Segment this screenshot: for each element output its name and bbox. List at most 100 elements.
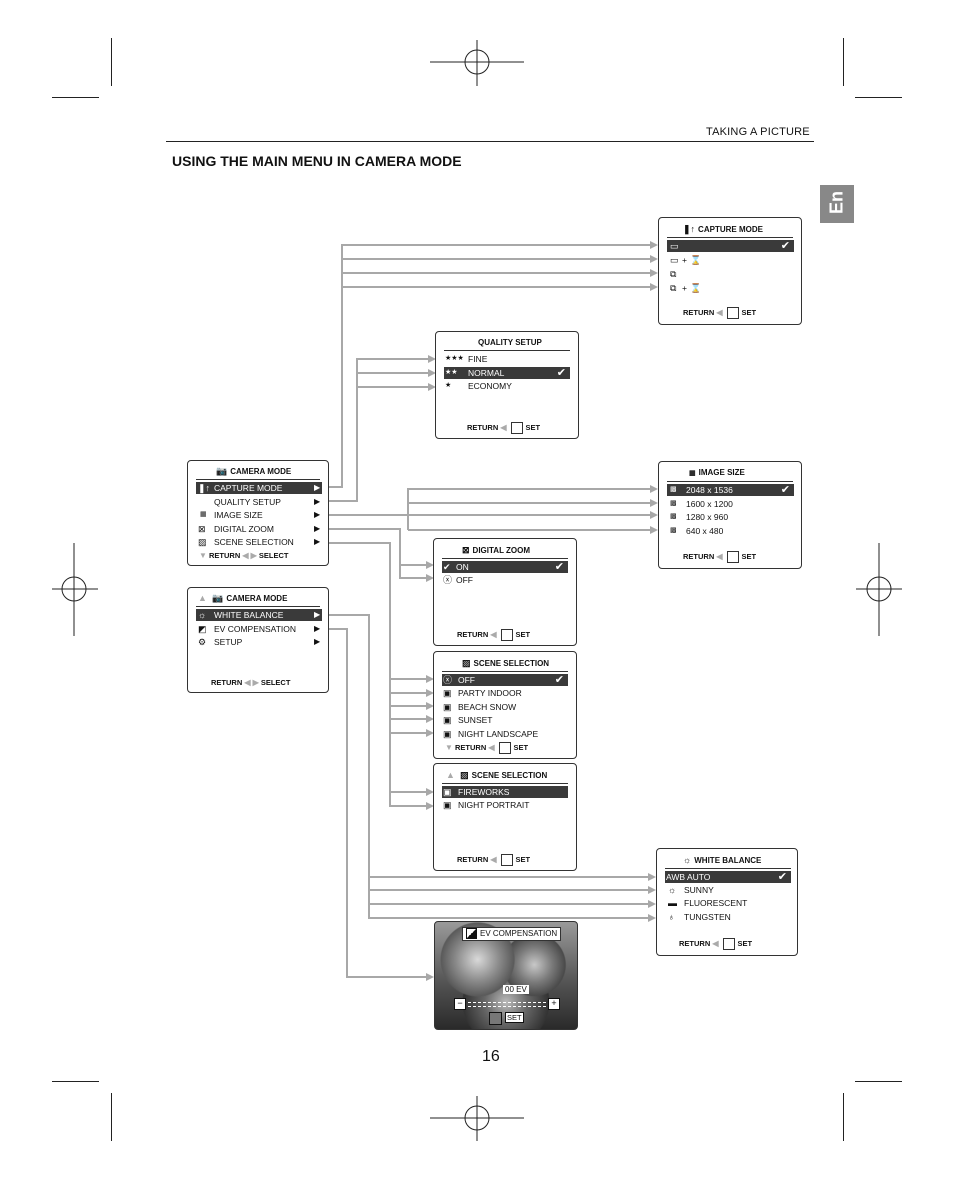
option-night-landscape[interactable]: ▣NIGHT LANDSCAPE [443, 729, 539, 739]
beach-snow-icon: ▣ [443, 702, 452, 712]
option-economy[interactable]: ★ECONOMY [445, 381, 512, 391]
checkmark-icon: ✔ [780, 484, 790, 496]
ev-set-label: SET [505, 1012, 524, 1023]
header-rule [166, 141, 814, 142]
night-portrait-icon: ▣ [443, 800, 452, 810]
one-star-icon: ★ [445, 382, 452, 389]
set-label: SET [525, 422, 541, 432]
section-title: USING THE MAIN MENU IN CAMERA MODE [172, 153, 462, 169]
menu-item-scene-selection[interactable]: ▨SCENE SELECTION▶ [198, 537, 321, 547]
return-label: RETURN [209, 551, 241, 560]
set-button-icon[interactable] [489, 1012, 502, 1025]
image-size-icon: ▦ [689, 470, 696, 477]
bulb-icon: ♁ [668, 912, 675, 922]
ev-icon [466, 928, 477, 940]
language-tab: En [820, 185, 854, 223]
crop-mark [855, 97, 902, 98]
option-640x480[interactable]: ▩640 x 480 [670, 526, 724, 536]
option-beach-snow[interactable]: ▣BEACH SNOW [443, 702, 517, 712]
option-fine[interactable]: ★★★FINE [445, 354, 488, 364]
scroll-up-icon: ▲ [446, 770, 455, 780]
scene-icon: ▨ [460, 770, 469, 780]
screen-footer: ▼ RETURN ◀SET [445, 742, 528, 754]
option-1280x960[interactable]: ▩1280 x 960 [670, 512, 729, 522]
off-icon: ⓧ [443, 575, 453, 585]
ev-plus-button[interactable]: + [548, 998, 560, 1010]
single-frame-icon: ▭ [670, 241, 679, 251]
set-label: SET [737, 938, 753, 948]
running-head: TAKING A PICTURE [706, 126, 810, 138]
white-balance-screen: ☼WHITE BALANCE AWB AUTO✔ ☼SUNNY ▬FLUORES… [656, 848, 798, 956]
return-label: RETURN [467, 422, 499, 432]
menu-item-quality-setup[interactable]: QUALITY SETUP▶ [214, 497, 321, 507]
ev-minus-button[interactable]: − [454, 998, 466, 1010]
menu-item-ev-compensation[interactable]: ◩EV COMPENSATION▶ [198, 624, 321, 634]
crop-mark [111, 1093, 112, 1141]
set-label: SET [513, 742, 529, 752]
left-arrow-icon: ◀ [490, 629, 497, 639]
option-sunny[interactable]: ☼SUNNY [668, 885, 714, 895]
sunset-icon: ▣ [443, 715, 452, 725]
set-label: SET [741, 551, 757, 561]
option-normal[interactable]: ★★NORMAL✔ [444, 367, 570, 379]
screen-title: ▲ 📷CAMERA MODE [198, 593, 288, 603]
screen-title: ❚↑CAPTURE MODE [683, 224, 763, 234]
setup-icon: ⚙ [198, 637, 207, 647]
screen-footer: RETURN ◀SET [683, 307, 756, 319]
language-tab-label: En [826, 191, 847, 215]
ev-value: 00 EV [503, 985, 529, 994]
option-zoom-on[interactable]: ✔ON✔ [442, 561, 568, 573]
scene-selection-screen-2: ▲ ▨SCENE SELECTION ▣FIREWORKS ▣NIGHT POR… [433, 763, 577, 871]
menu-item-capture-mode[interactable]: ❚↑CAPTURE MODE▶ [196, 482, 322, 494]
menu-connector-arrows [326, 244, 652, 978]
menu-item-digital-zoom[interactable]: ⊠DIGITAL ZOOM▶ [198, 524, 321, 534]
left-arrow-icon: ◀ [490, 854, 497, 864]
set-label: SET [515, 629, 531, 639]
option-burst-timer[interactable]: ⧉+⌛ [670, 283, 702, 293]
set-label: SET [515, 854, 531, 864]
option-sunset[interactable]: ▣SUNSET [443, 715, 493, 725]
submenu-arrow-icon: ▶ [314, 524, 321, 533]
timer-icon: ⌛ [690, 255, 702, 265]
night-landscape-icon: ▣ [443, 729, 452, 739]
option-tungsten[interactable]: ♁TUNGSTEN [668, 912, 731, 922]
option-single-shot[interactable]: ▭✔ [667, 240, 794, 252]
option-awb-auto[interactable]: AWB AUTO✔ [665, 871, 791, 883]
option-burst[interactable]: ⧉ [667, 268, 794, 280]
menu-item-setup[interactable]: ⚙SETUP▶ [198, 637, 321, 647]
option-1600x1200[interactable]: ▩1600 x 1200 [670, 499, 733, 509]
return-label: RETURN [457, 854, 489, 864]
fireworks-icon: ▣ [443, 787, 452, 797]
submenu-arrow-icon: ▶ [314, 483, 321, 492]
menu-item-image-size[interactable]: ▦IMAGE SIZE▶ [200, 510, 321, 520]
select-label: SELECT [260, 678, 291, 687]
return-label: RETURN [683, 551, 715, 561]
burst-frames-icon: ⧉ [670, 283, 677, 293]
return-label: RETURN [683, 307, 715, 317]
scroll-down-icon: ▼ [445, 742, 453, 752]
return-label: RETURN [211, 678, 243, 687]
checkmark-icon: ✔ [777, 871, 787, 883]
screen-title: ⊠DIGITAL ZOOM [462, 545, 531, 555]
screen-title: 📷CAMERA MODE [216, 466, 292, 476]
size-3m-icon: ▩ [670, 486, 677, 493]
set-button-icon [500, 854, 513, 866]
option-night-portrait[interactable]: ▣NIGHT PORTRAIT [443, 800, 530, 810]
menu-item-white-balance[interactable]: ☼WHITE BALANCE▶ [196, 609, 322, 621]
option-single-shot-timer[interactable]: ▭+⌛ [670, 255, 702, 265]
camera-mode-menu-screen-2: ▲ 📷CAMERA MODE ☼WHITE BALANCE▶ ◩EV COMPE… [187, 587, 329, 693]
option-party-indoor[interactable]: ▣PARTY INDOOR [443, 688, 522, 698]
scroll-down-icon: ▼ [199, 551, 207, 560]
option-fireworks[interactable]: ▣FIREWORKS [442, 786, 568, 798]
timer-icon: ⌛ [690, 283, 702, 293]
scroll-up-icon: ▲ [198, 593, 207, 603]
screen-title: ▨SCENE SELECTION [462, 658, 550, 668]
left-arrow-icon: ◀ [242, 551, 249, 560]
checkmark-icon: ✔ [780, 240, 790, 252]
submenu-arrow-icon: ▶ [314, 624, 321, 633]
option-fluorescent[interactable]: ▬FLUORESCENT [668, 898, 748, 908]
option-2048x1536[interactable]: ▩2048 x 1536✔ [667, 484, 794, 496]
